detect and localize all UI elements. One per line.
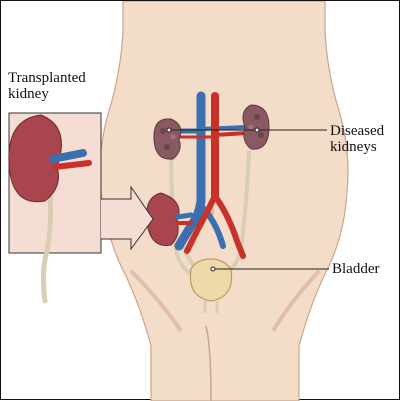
iliac-vein-right <box>198 203 226 249</box>
hip-shading-right <box>271 269 321 333</box>
transplanted-kidney-pelvic <box>146 192 194 247</box>
renal-artery-right <box>213 131 249 137</box>
inset-arrow <box>101 185 154 251</box>
label-diseased-line1: Diseased <box>330 123 385 139</box>
vena-cava <box>174 91 206 251</box>
diseased-kidney-right <box>242 104 270 150</box>
label-transplanted-line2: kidney <box>8 86 49 102</box>
inset-kidney <box>8 114 62 203</box>
iliac-artery-right <box>212 193 246 259</box>
label-transplanted-kidney: Transplanted kidney <box>8 70 86 102</box>
iliac-artery-left <box>184 193 218 254</box>
inset-ureter <box>40 178 54 304</box>
transplant-inset <box>8 112 154 304</box>
leg-crease <box>205 325 212 401</box>
renal-vein-right <box>199 125 249 131</box>
label-diseased-line2: kidneys <box>330 139 377 155</box>
label-transplanted-line1: Transplanted <box>8 70 86 86</box>
torso <box>99 1 349 401</box>
label-diseased-kidneys: Diseased kidneys <box>330 123 384 155</box>
hip-shading-left <box>129 269 183 333</box>
label-bladder: Bladder <box>332 261 380 277</box>
diseased-kidney-left <box>153 118 182 160</box>
